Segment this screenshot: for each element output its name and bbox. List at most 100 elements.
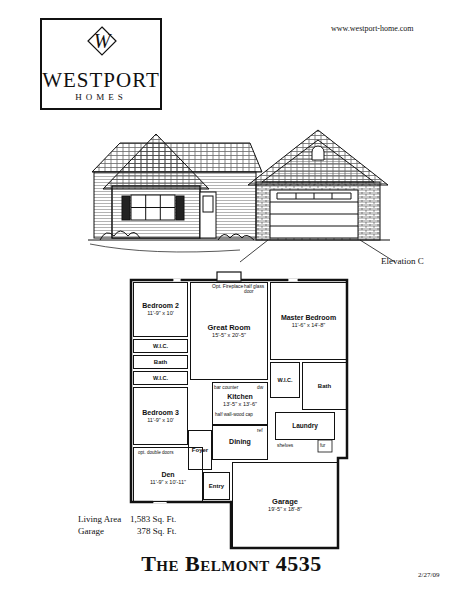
text-stack: W.I.C. <box>271 363 299 397</box>
room-name: Entry <box>209 483 224 490</box>
text-stack: Foyer <box>189 431 211 469</box>
plan-note: opt. double doors <box>138 450 174 455</box>
room-box: Garage19'-5" x 18'-8" <box>232 462 338 548</box>
room-dimension: 11'-9" x 10' <box>147 417 174 423</box>
room-name: Garage <box>272 498 298 507</box>
room-name: Kitchen <box>227 393 253 401</box>
room-box: Foyer <box>188 430 212 470</box>
room-dimension: 11'-9" x 10'-11" <box>150 479 186 485</box>
plan-note: shelves <box>277 443 293 448</box>
room-dimension: 11'-9" x 10' <box>147 310 174 316</box>
room-box: Master Bedroom11'-6" x 14'-8" <box>270 282 347 360</box>
area-label: Garage <box>78 527 104 537</box>
plan-note: Opt. Fireplace <box>212 284 243 290</box>
text-stack: Bath <box>303 363 346 409</box>
shrubs <box>100 231 254 240</box>
garage-gable <box>262 140 374 182</box>
front-gable-wall <box>112 186 200 238</box>
text-stack: Den11'-9" x 10'-11" <box>134 448 202 501</box>
logo-word: WESTPORT <box>42 68 160 92</box>
elevation-label: Elevation C <box>381 257 424 267</box>
exterior-wall <box>131 280 347 548</box>
shutter <box>122 196 130 220</box>
front-gable-roof <box>103 134 209 189</box>
plan-note: ref <box>257 428 263 433</box>
room-box: Bath <box>133 355 188 369</box>
shutter <box>176 196 184 220</box>
area-value: 1,583 Sq. Ft. <box>130 515 176 525</box>
room-name: Bedroom 3 <box>142 409 179 417</box>
plan-note: dw <box>257 385 263 390</box>
room-box: Laundry <box>275 412 335 440</box>
room-box: Bath <box>302 362 347 410</box>
plan-title: The Belmont 4535 <box>0 552 463 576</box>
garage-door-panels <box>270 202 358 226</box>
room-name: W.I.C. <box>153 343 168 349</box>
window-mullions <box>131 195 175 220</box>
room-name: W.I.C. <box>153 375 168 381</box>
area-value: 378 Sq. Ft. <box>137 527 177 537</box>
room-box: Great Room15'-5" x 20'-5" <box>190 282 268 380</box>
room-name: Den <box>161 471 174 479</box>
plan-note: half wall-wood cap <box>215 412 253 417</box>
text-stack: Great Room15'-5" x 20'-5" <box>191 283 267 379</box>
room-name: Great Room <box>208 324 251 333</box>
room-dimension: 11'-6" x 14'-8" <box>292 322 325 328</box>
room-box: W.I.C. <box>133 371 188 385</box>
room-name: W.I.C. <box>278 377 293 383</box>
garage-windows <box>277 193 351 199</box>
website-url: www.westport-home.com <box>331 25 414 34</box>
window-openings <box>153 280 298 502</box>
room-name: Dining <box>229 438 251 446</box>
room-box: Den11'-9" x 10'-11" <box>133 447 203 502</box>
text-stack: W.I.C. <box>134 372 187 384</box>
room-name: Bath <box>318 383 331 390</box>
window-marks <box>153 279 298 503</box>
logo-subword: HOMES <box>75 92 127 102</box>
room-box: Bedroom 211'-9" x 10' <box>133 282 188 337</box>
room-box: W.I.C. <box>133 339 188 353</box>
garage-door <box>270 190 358 238</box>
room-box: W.I.C. <box>270 362 300 398</box>
text-stack: Entry <box>204 473 229 499</box>
driveway <box>240 240 395 262</box>
room-name: Bath <box>154 359 167 366</box>
room-box: Bedroom 311'-9" x 10' <box>133 387 188 445</box>
floor-plan-walls <box>131 272 347 548</box>
ground-line <box>88 240 390 241</box>
room-dimension: 13'-5" x 13'-6" <box>223 401 257 407</box>
logo-box: WESTPORTHOMES W <box>40 18 162 110</box>
door-panel <box>203 196 213 212</box>
date-stamp: 2/27/09 <box>418 572 439 580</box>
gable-vent <box>312 146 324 160</box>
room-name: Bedroom 2 <box>142 302 179 310</box>
text-stack: W.I.C. <box>134 340 187 352</box>
text-stack: W <box>87 26 117 56</box>
room-name: Master Bedroom <box>281 314 336 322</box>
logo-word: W <box>94 30 111 53</box>
plan-note: fur <box>320 443 325 448</box>
plan-note: bar counter <box>214 385 238 390</box>
room-dimension: 15'-5" x 20'-5" <box>212 332 246 338</box>
text-stack: Laundry <box>276 413 334 439</box>
garage-wall <box>256 182 380 240</box>
furnace <box>318 440 332 452</box>
walkway <box>90 244 240 252</box>
text-stack: Garage19'-5" x 18'-8" <box>233 463 337 547</box>
house-elevation <box>88 130 395 262</box>
front-door <box>200 192 216 238</box>
fireplace <box>217 272 241 281</box>
area-label: Living Area <box>78 515 121 525</box>
logo-diamond: W <box>87 26 117 56</box>
garage-roof <box>248 130 388 185</box>
room-dimension: 19'-5" x 18'-8" <box>268 506 302 512</box>
text-stack: Bedroom 311'-9" x 10' <box>134 388 187 444</box>
diamond-shape <box>88 27 116 55</box>
plan-note: half glass door <box>244 284 266 295</box>
room-box: Entry <box>203 472 230 500</box>
text-stack: Bath <box>134 356 187 368</box>
window <box>131 195 175 220</box>
text-stack: Bedroom 211'-9" x 10' <box>134 283 187 336</box>
front-gable-siding <box>112 186 200 238</box>
